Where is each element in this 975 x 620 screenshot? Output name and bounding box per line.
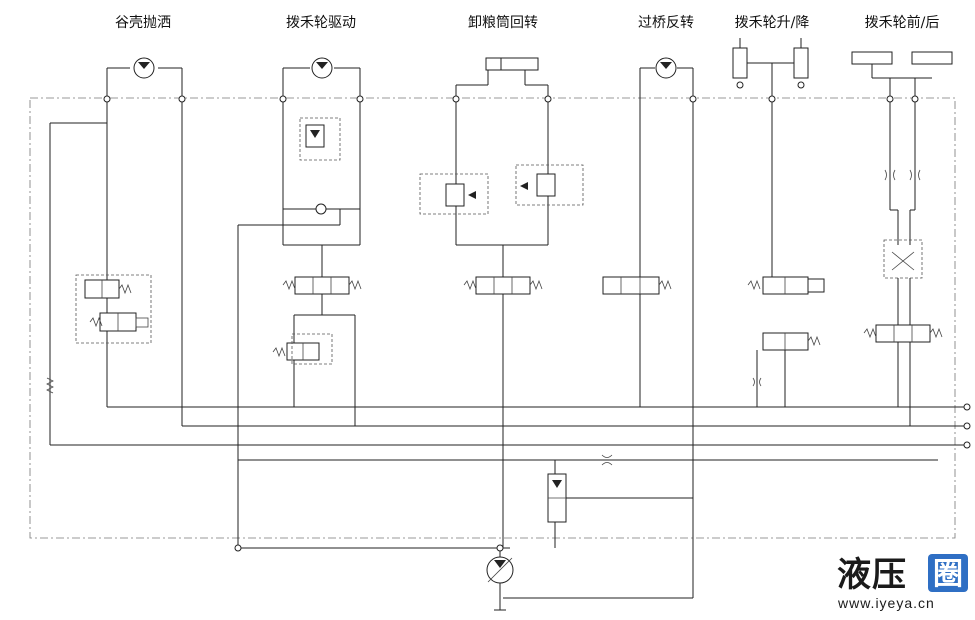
reel-fore-aft-directional-valve <box>875 324 931 343</box>
system-boundary <box>29 97 956 539</box>
reel-fore-aft-cylinder-left <box>851 51 893 65</box>
watermark-char-3: 圈 <box>933 557 963 592</box>
label-grain-throw: 谷壳抛洒 <box>115 14 171 31</box>
watermark-char-1: 液 <box>837 555 871 595</box>
label-bridge-reverse: 过桥反转 <box>638 15 694 31</box>
reel-fore-aft-cylinder-right <box>911 51 953 65</box>
reel-lift-circuit <box>732 38 825 407</box>
reel-drive-directional-valve <box>294 276 350 295</box>
reel-lift-switch-valve <box>762 332 809 351</box>
reel-lift-cylinder-left <box>732 47 748 79</box>
reel-drive-circuit <box>238 57 364 426</box>
bridge-reverse-valve <box>602 276 660 295</box>
reel-fore-aft-circuit <box>851 51 953 426</box>
main-rails <box>50 225 971 552</box>
watermark-url: www.iyeya.cn <box>837 595 935 611</box>
label-reel-lift: 拨禾轮升/降 <box>735 15 810 31</box>
reel-lift-cylinder-right <box>793 47 809 79</box>
unload-lock-valve-left <box>419 173 489 215</box>
watermark-logo-box <box>928 554 968 592</box>
grain-throw-valve-block <box>75 274 152 344</box>
label-reel-fore-aft: 拨禾轮前/后 <box>865 14 940 31</box>
label-reel-drive: 拨禾轮驱动 <box>286 15 356 31</box>
unload-swing-circuit <box>419 57 584 548</box>
unload-swing-cylinder <box>485 57 539 71</box>
bridge-reverse-circuit <box>602 57 697 426</box>
watermark: 液 压 圈 www.iyeya.cn <box>837 554 968 611</box>
watermark-char-2: 压 <box>872 555 906 595</box>
reel-drive-shuttle-valve <box>315 203 327 215</box>
reel-lift-directional-valve <box>762 276 809 295</box>
unload-lock-valve-right <box>515 164 584 206</box>
reel-fore-aft-lock-valve <box>883 239 923 279</box>
unload-swing-directional-valve <box>475 276 531 295</box>
label-unload-swing: 卸粮筒回转 <box>468 14 538 31</box>
supply-section <box>486 426 694 611</box>
grain-throw-circuit <box>46 57 186 445</box>
